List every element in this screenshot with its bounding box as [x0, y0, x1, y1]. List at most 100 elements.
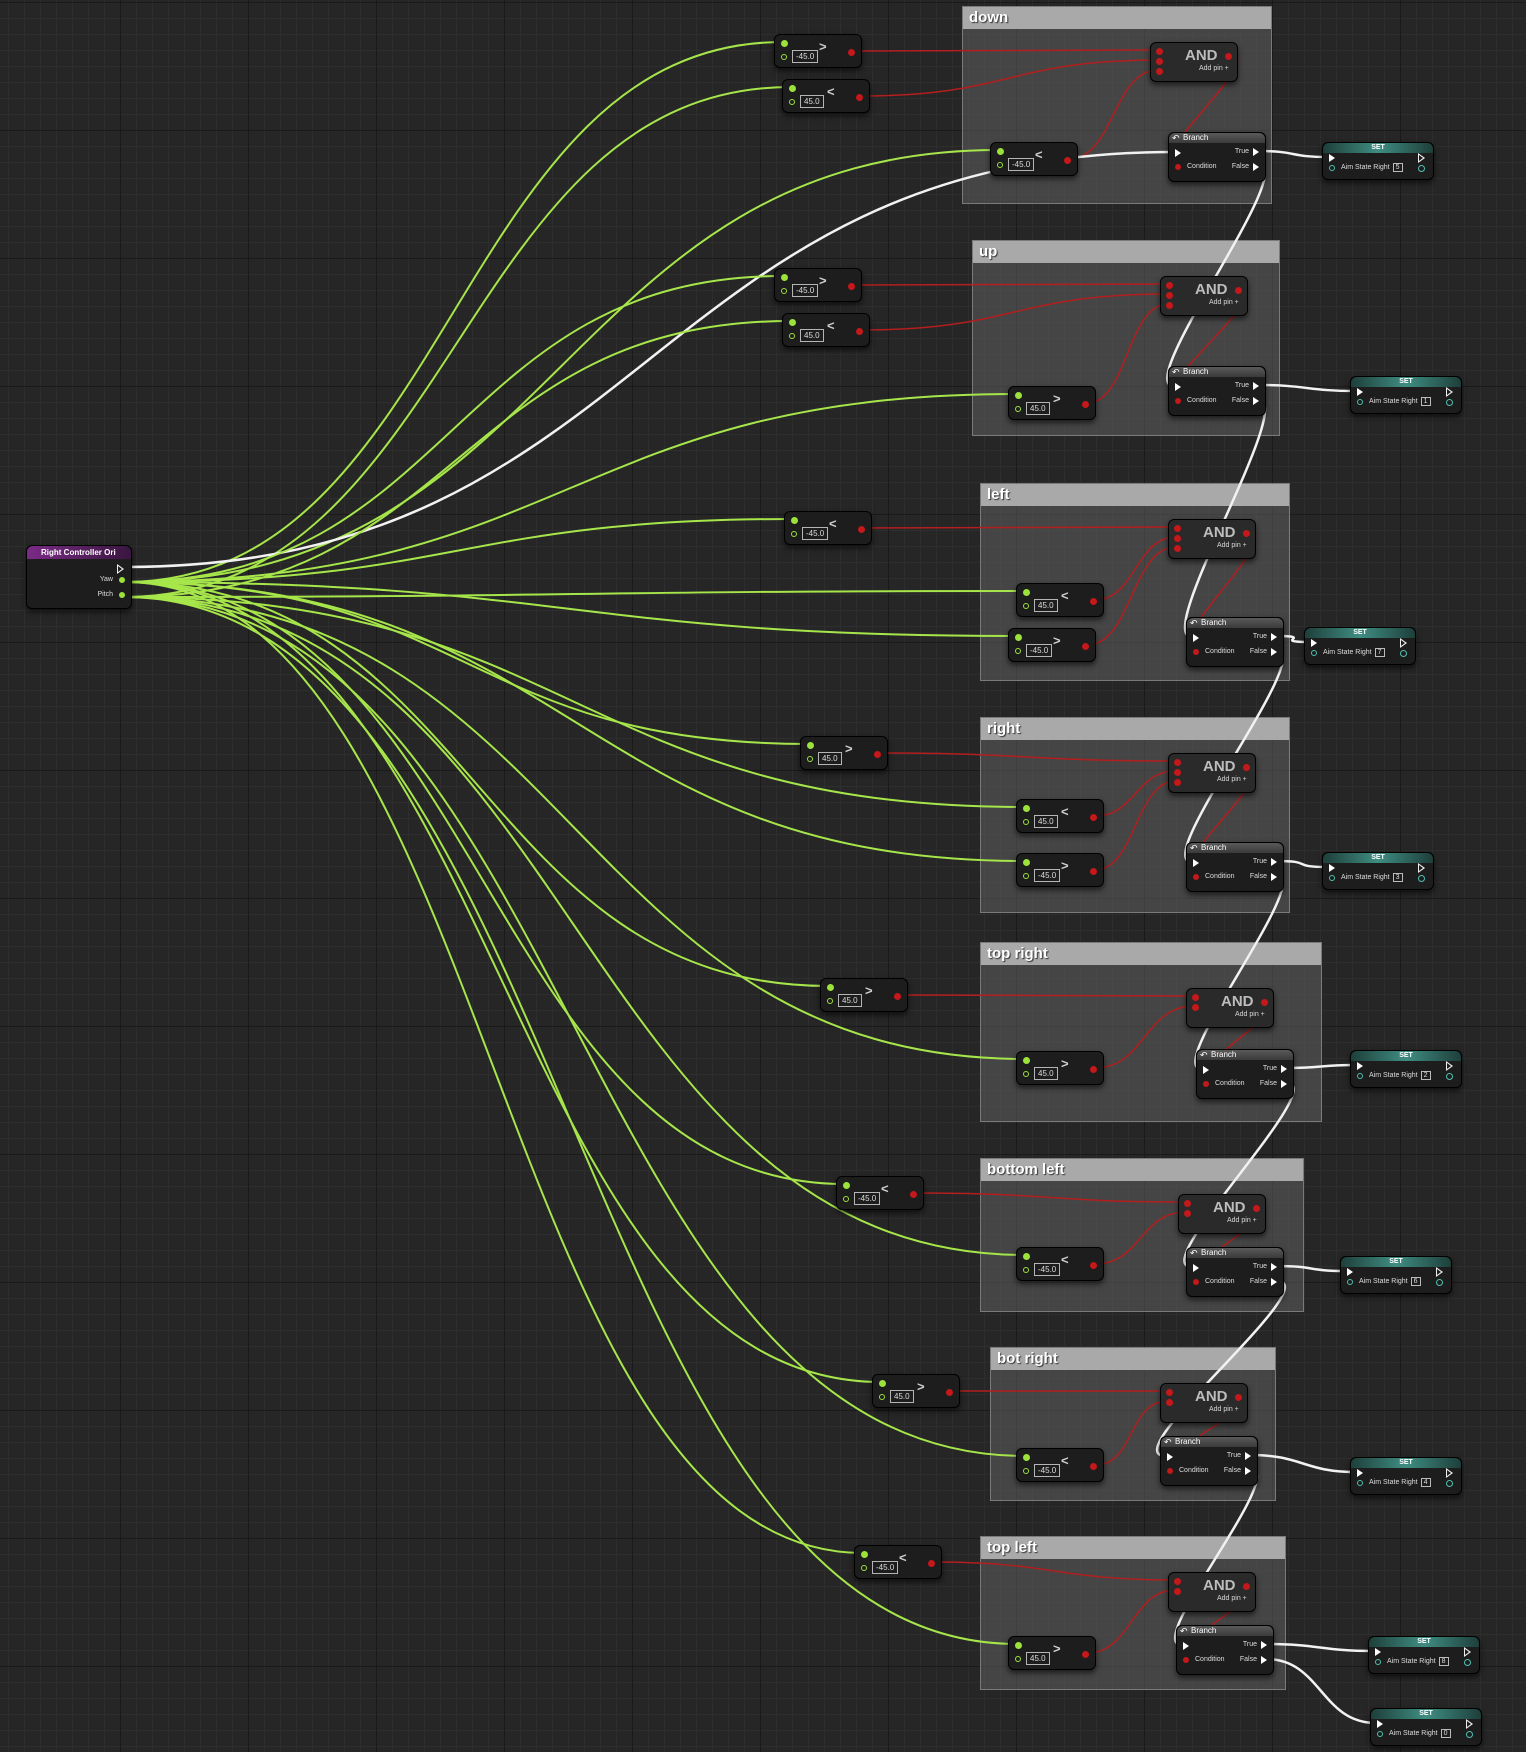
compare-input-a-pin[interactable] [781, 274, 788, 281]
compare-value-field[interactable]: -45.0 [1026, 644, 1053, 657]
compare-value-field[interactable]: -45.0 [792, 284, 819, 297]
compare-float-node[interactable]: -45.0 < [784, 511, 872, 545]
and-input-pin[interactable] [1174, 779, 1181, 786]
aim-state-input-pin[interactable] [1377, 1731, 1383, 1737]
compare-float-node[interactable]: 45.0 > [872, 1374, 960, 1408]
and-node[interactable]: AND Add pin + [1160, 1383, 1248, 1423]
compare-float-node[interactable]: 45.0 < [1016, 799, 1104, 833]
add-pin-button[interactable]: Add pin + [1209, 1406, 1239, 1413]
compare-output-pin[interactable] [1090, 598, 1097, 605]
compare-output-pin[interactable] [1090, 1262, 1097, 1269]
compare-input-b-pin[interactable] [781, 288, 787, 294]
compare-input-a-pin[interactable] [781, 40, 788, 47]
compare-float-node[interactable]: -45.0 > [1008, 628, 1096, 662]
compare-input-b-pin[interactable] [781, 54, 787, 60]
add-pin-button[interactable]: Add pin + [1235, 1011, 1265, 1018]
compare-input-a-pin[interactable] [1015, 634, 1022, 641]
compare-input-a-pin[interactable] [1023, 1253, 1030, 1260]
condition-pin[interactable] [1193, 1279, 1199, 1285]
set-exec-output-pin[interactable] [1446, 1061, 1453, 1071]
and-input-pin[interactable] [1174, 525, 1181, 532]
set-exec-input-pin[interactable] [1357, 388, 1363, 396]
yaw-output-pin[interactable] [119, 577, 125, 583]
aim-state-output-pin[interactable] [1446, 1480, 1453, 1487]
and-node[interactable]: AND Add pin + [1168, 519, 1256, 559]
and-input-pin[interactable] [1184, 1210, 1191, 1217]
compare-input-a-pin[interactable] [1023, 805, 1030, 812]
compare-float-node[interactable]: -45.0 > [774, 34, 862, 68]
compare-value-field[interactable]: 45.0 [1026, 402, 1050, 415]
compare-input-b-pin[interactable] [1023, 1468, 1029, 1474]
exec-input-pin[interactable] [1193, 859, 1199, 867]
exec-input-pin[interactable] [1175, 383, 1181, 391]
and-input-pin[interactable] [1174, 1578, 1181, 1585]
compare-output-pin[interactable] [910, 1191, 917, 1198]
compare-output-pin[interactable] [1064, 157, 1071, 164]
compare-float-node[interactable]: -45.0 < [1016, 1247, 1104, 1281]
compare-input-a-pin[interactable] [997, 148, 1004, 155]
compare-input-a-pin[interactable] [1023, 859, 1030, 866]
compare-float-node[interactable]: -45.0 < [1016, 1448, 1104, 1482]
aim-state-value[interactable]: 7 [1374, 648, 1385, 657]
false-exec-pin[interactable] [1261, 1656, 1267, 1664]
set-exec-input-pin[interactable] [1357, 1062, 1363, 1070]
compare-value-field[interactable]: -45.0 [854, 1192, 881, 1205]
compare-value-field[interactable]: 45.0 [1026, 1652, 1050, 1665]
compare-value-field[interactable]: -45.0 [1008, 158, 1035, 171]
compare-input-b-pin[interactable] [1015, 648, 1021, 654]
add-pin-button[interactable]: Add pin + [1217, 542, 1247, 549]
compare-value-field[interactable]: 45.0 [1034, 1067, 1058, 1080]
compare-output-pin[interactable] [1090, 1066, 1097, 1073]
aim-state-input-pin[interactable] [1375, 1659, 1381, 1665]
exec-input-pin[interactable] [1167, 1453, 1173, 1461]
branch-node[interactable]: ↶Branch Condition True False [1196, 1049, 1294, 1099]
compare-float-node[interactable]: 45.0 < [1016, 583, 1104, 617]
and-input-pin[interactable] [1174, 545, 1181, 552]
compare-input-b-pin[interactable] [827, 998, 833, 1004]
compare-float-node[interactable]: 45.0 < [782, 313, 870, 347]
branch-node[interactable]: ↶Branch Condition True False [1168, 366, 1266, 416]
and-input-pin[interactable] [1166, 302, 1173, 309]
false-exec-pin[interactable] [1271, 1278, 1277, 1286]
condition-pin[interactable] [1175, 398, 1181, 404]
true-exec-pin[interactable] [1271, 633, 1277, 641]
and-output-pin[interactable] [1253, 1205, 1260, 1212]
and-input-pin[interactable] [1166, 292, 1173, 299]
false-exec-pin[interactable] [1245, 1467, 1251, 1475]
compare-output-pin[interactable] [856, 94, 863, 101]
and-node[interactable]: AND Add pin + [1168, 1572, 1256, 1612]
compare-input-a-pin[interactable] [1015, 392, 1022, 399]
compare-output-pin[interactable] [1090, 814, 1097, 821]
and-input-pin[interactable] [1166, 282, 1173, 289]
aim-state-input-pin[interactable] [1311, 650, 1317, 656]
compare-output-pin[interactable] [1082, 1651, 1089, 1658]
true-exec-pin[interactable] [1245, 1452, 1251, 1460]
compare-output-pin[interactable] [856, 328, 863, 335]
and-input-pin[interactable] [1166, 1399, 1173, 1406]
condition-pin[interactable] [1193, 874, 1199, 880]
and-input-pin[interactable] [1156, 58, 1163, 65]
compare-output-pin[interactable] [1090, 1463, 1097, 1470]
compare-output-pin[interactable] [858, 526, 865, 533]
branch-node[interactable]: ↶Branch Condition True False [1186, 842, 1284, 892]
set-exec-output-pin[interactable] [1466, 1719, 1473, 1729]
compare-input-a-pin[interactable] [1023, 589, 1030, 596]
compare-input-b-pin[interactable] [791, 531, 797, 537]
pitch-output-pin[interactable] [119, 592, 125, 598]
aim-state-value[interactable]: 2 [1420, 1071, 1431, 1080]
aim-state-output-pin[interactable] [1400, 650, 1407, 657]
false-exec-pin[interactable] [1281, 1080, 1287, 1088]
exec-input-pin[interactable] [1183, 1642, 1189, 1650]
set-exec-input-pin[interactable] [1375, 1648, 1381, 1656]
branch-node[interactable]: ↶Branch Condition True False [1186, 617, 1284, 667]
compare-value-field[interactable]: -45.0 [1034, 869, 1061, 882]
and-input-pin[interactable] [1156, 48, 1163, 55]
compare-input-b-pin[interactable] [1023, 1071, 1029, 1077]
exec-input-pin[interactable] [1193, 1264, 1199, 1272]
compare-float-node[interactable]: 45.0 > [800, 736, 888, 770]
compare-input-b-pin[interactable] [789, 333, 795, 339]
